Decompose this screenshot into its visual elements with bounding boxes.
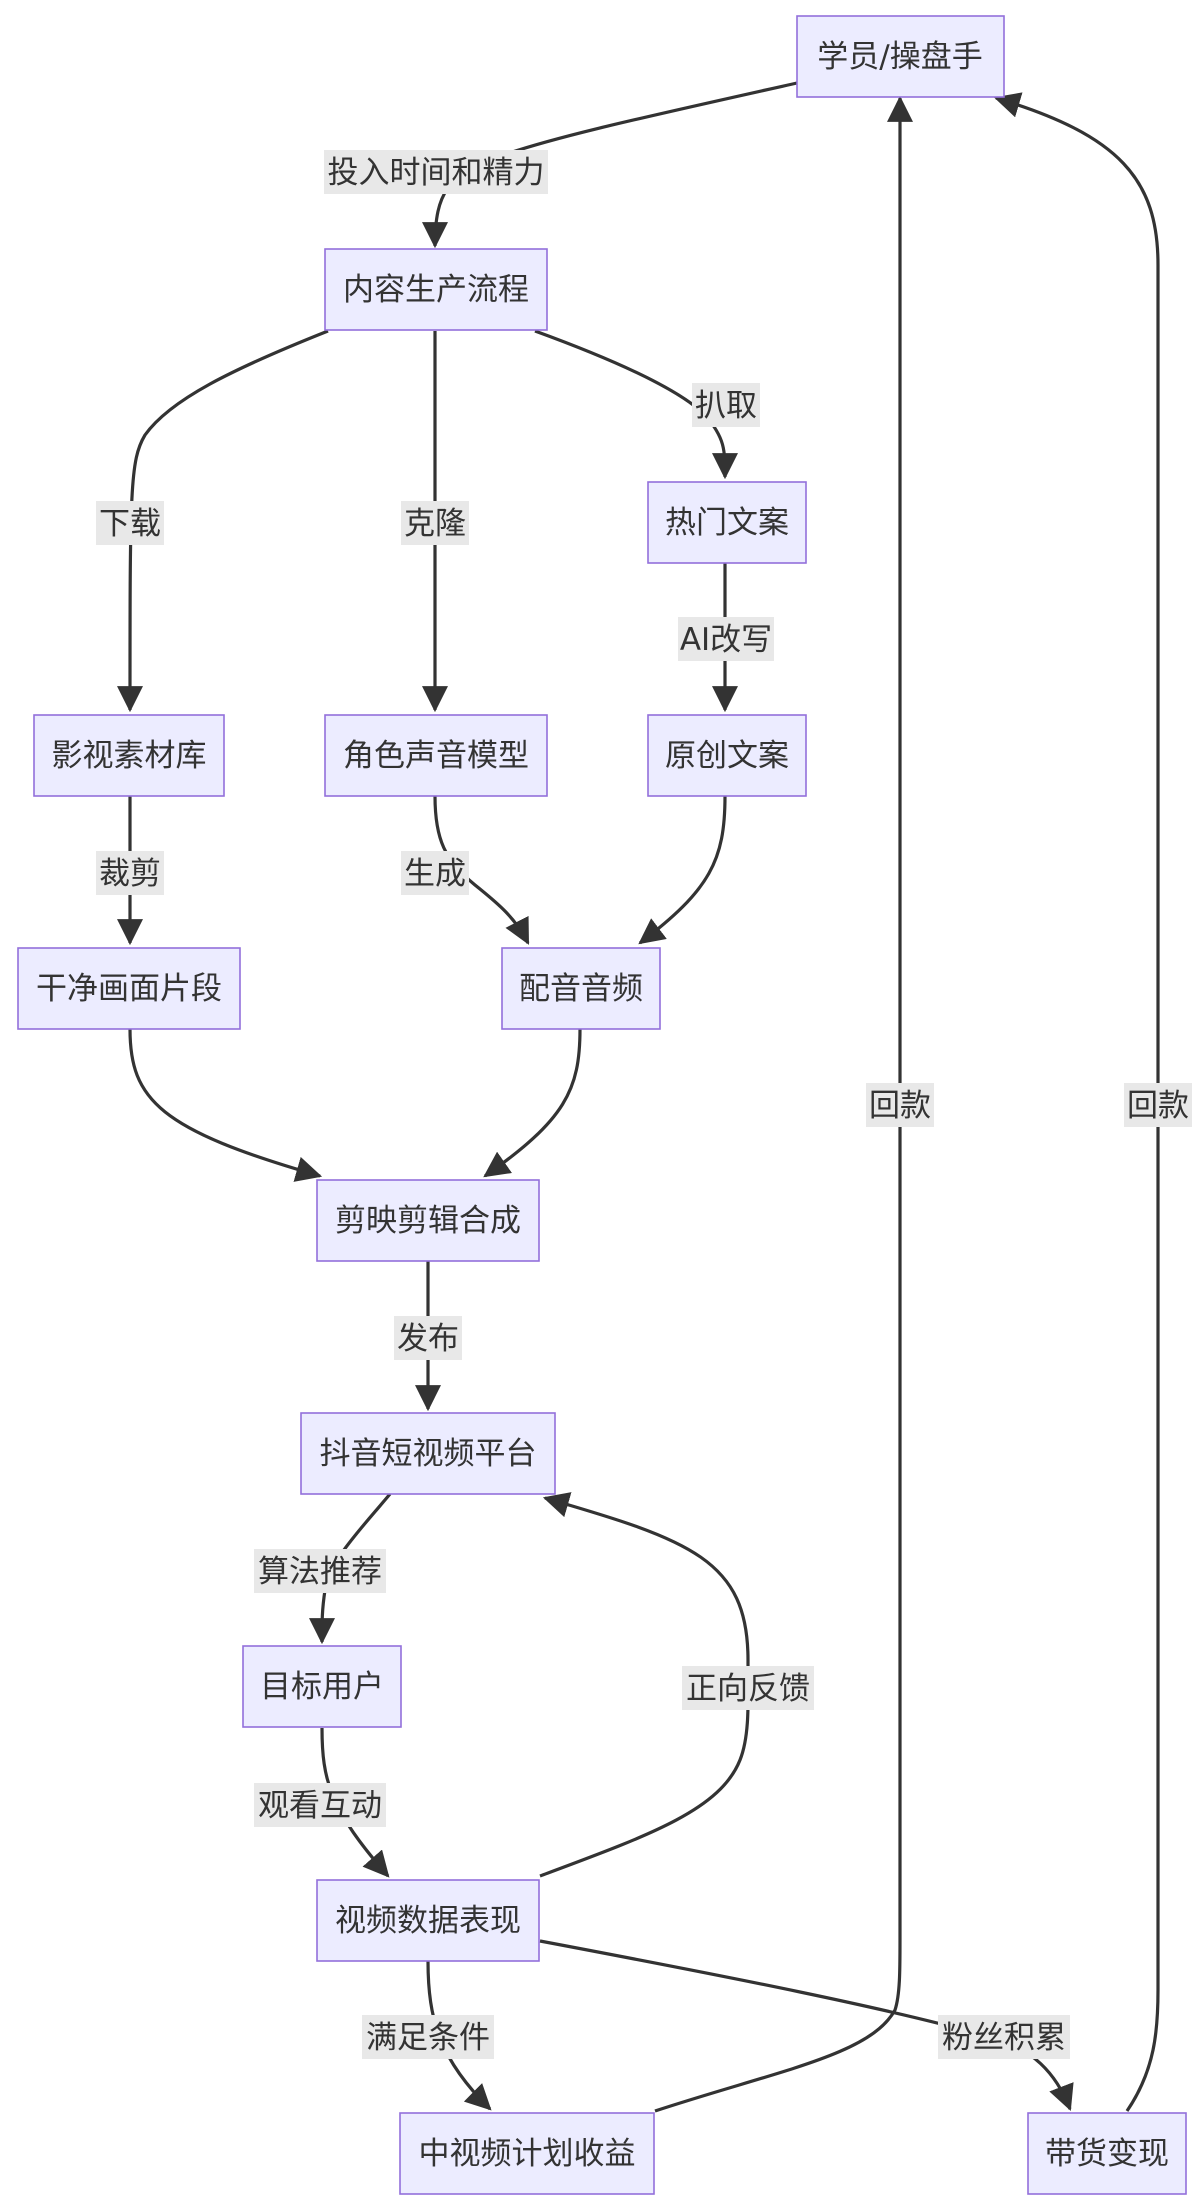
node-video-data: 视频数据表现 [316, 1879, 540, 1962]
edge-videodata-to-commerce [539, 1939, 1074, 2112]
edge-label-feedback: 正向反馈 [682, 1666, 814, 1710]
edge-label-payback-mid: 回款 [866, 1083, 934, 1127]
edge-label-generate: 生成 [401, 851, 469, 895]
node-commerce: 带货变现 [1027, 2112, 1187, 2195]
edge-label-algo: 算法推荐 [254, 1549, 386, 1593]
svg-text:扒取: 扒取 [695, 388, 757, 424]
svg-text:内容生产流程: 内容生产流程 [343, 272, 529, 308]
node-capcut: 剪映剪辑合成 [316, 1179, 540, 1262]
edge-label-cut: 裁剪 [96, 851, 164, 895]
svg-text:抖音短视频平台: 抖音短视频平台 [320, 1436, 537, 1472]
svg-text:回款: 回款 [1127, 1088, 1189, 1124]
svg-text:生成: 生成 [404, 856, 466, 892]
node-mid-video-income: 中视频计划收益 [399, 2112, 655, 2195]
edge-label-fans: 粉丝积累 [938, 2015, 1070, 2059]
svg-text:剪映剪辑合成: 剪映剪辑合成 [335, 1203, 521, 1239]
edge-label-invest: 投入时间和精力 [324, 150, 548, 194]
node-student: 学员/操盘手 [796, 15, 1005, 98]
svg-text:干净画面片段: 干净画面片段 [36, 971, 222, 1007]
edge-voicemodel-to-dub [433, 795, 530, 945]
svg-text:克隆: 克隆 [404, 506, 466, 542]
svg-text:视频数据表现: 视频数据表现 [335, 1903, 521, 1939]
node-douyin: 抖音短视频平台 [300, 1412, 556, 1495]
edge-label-ai-rewrite: AI改写 [678, 617, 774, 661]
svg-text:发布: 发布 [397, 1321, 459, 1357]
svg-text:投入时间和精力: 投入时间和精力 [328, 155, 545, 191]
edge-label-clone: 克隆 [401, 501, 469, 545]
svg-text:中视频计划收益: 中视频计划收益 [419, 2136, 636, 2172]
node-target-users: 目标用户 [242, 1645, 402, 1728]
svg-text:目标用户: 目标用户 [260, 1669, 384, 1705]
node-original-copy: 原创文案 [647, 714, 807, 797]
edge-commerce-to-student [993, 92, 1160, 2112]
svg-text:回款: 回款 [869, 1088, 931, 1124]
edge-midincome-to-student [654, 95, 913, 2113]
svg-text:正向反馈: 正向反馈 [686, 1671, 810, 1707]
node-voice-model: 角色声音模型 [324, 714, 548, 797]
node-content-flow: 内容生产流程 [324, 248, 548, 331]
svg-text:算法推荐: 算法推荐 [258, 1554, 382, 1590]
edge-label-scrape: 扒取 [692, 383, 760, 427]
node-hot-copy: 热门文案 [647, 481, 807, 564]
edge-dub-to-capcut [483, 1028, 582, 1178]
svg-text:观看互动: 观看互动 [258, 1788, 382, 1824]
edge-label-publish: 发布 [394, 1316, 462, 1360]
edge-label-payback-commerce: 回款 [1124, 1083, 1192, 1127]
svg-text:满足条件: 满足条件 [366, 2020, 490, 2056]
svg-text:AI改写: AI改写 [680, 622, 772, 658]
svg-text:带货变现: 带货变现 [1045, 2136, 1169, 2172]
svg-text:影视素材库: 影视素材库 [52, 738, 207, 774]
node-dub-audio: 配音音频 [501, 947, 661, 1030]
edge-label-meet: 满足条件 [362, 2015, 494, 2059]
node-film-library: 影视素材库 [33, 714, 225, 797]
edge-original-to-dub [638, 795, 727, 945]
edge-label-download: 下载 [96, 501, 164, 545]
edge-clean-to-capcut [128, 1028, 323, 1182]
svg-text:裁剪: 裁剪 [99, 856, 161, 892]
node-clean-clips: 干净画面片段 [17, 947, 241, 1030]
svg-text:下载: 下载 [99, 506, 161, 542]
edge-content-to-filmlib [117, 329, 329, 713]
svg-text:配音音频: 配音音频 [519, 971, 643, 1007]
svg-text:粉丝积累: 粉丝积累 [942, 2020, 1066, 2056]
edge-label-watch: 观看互动 [254, 1783, 386, 1827]
svg-text:原创文案: 原创文案 [665, 738, 789, 774]
svg-text:热门文案: 热门文案 [665, 505, 789, 541]
svg-text:学员/操盘手: 学员/操盘手 [817, 39, 982, 75]
svg-text:角色声音模型: 角色声音模型 [343, 738, 529, 774]
